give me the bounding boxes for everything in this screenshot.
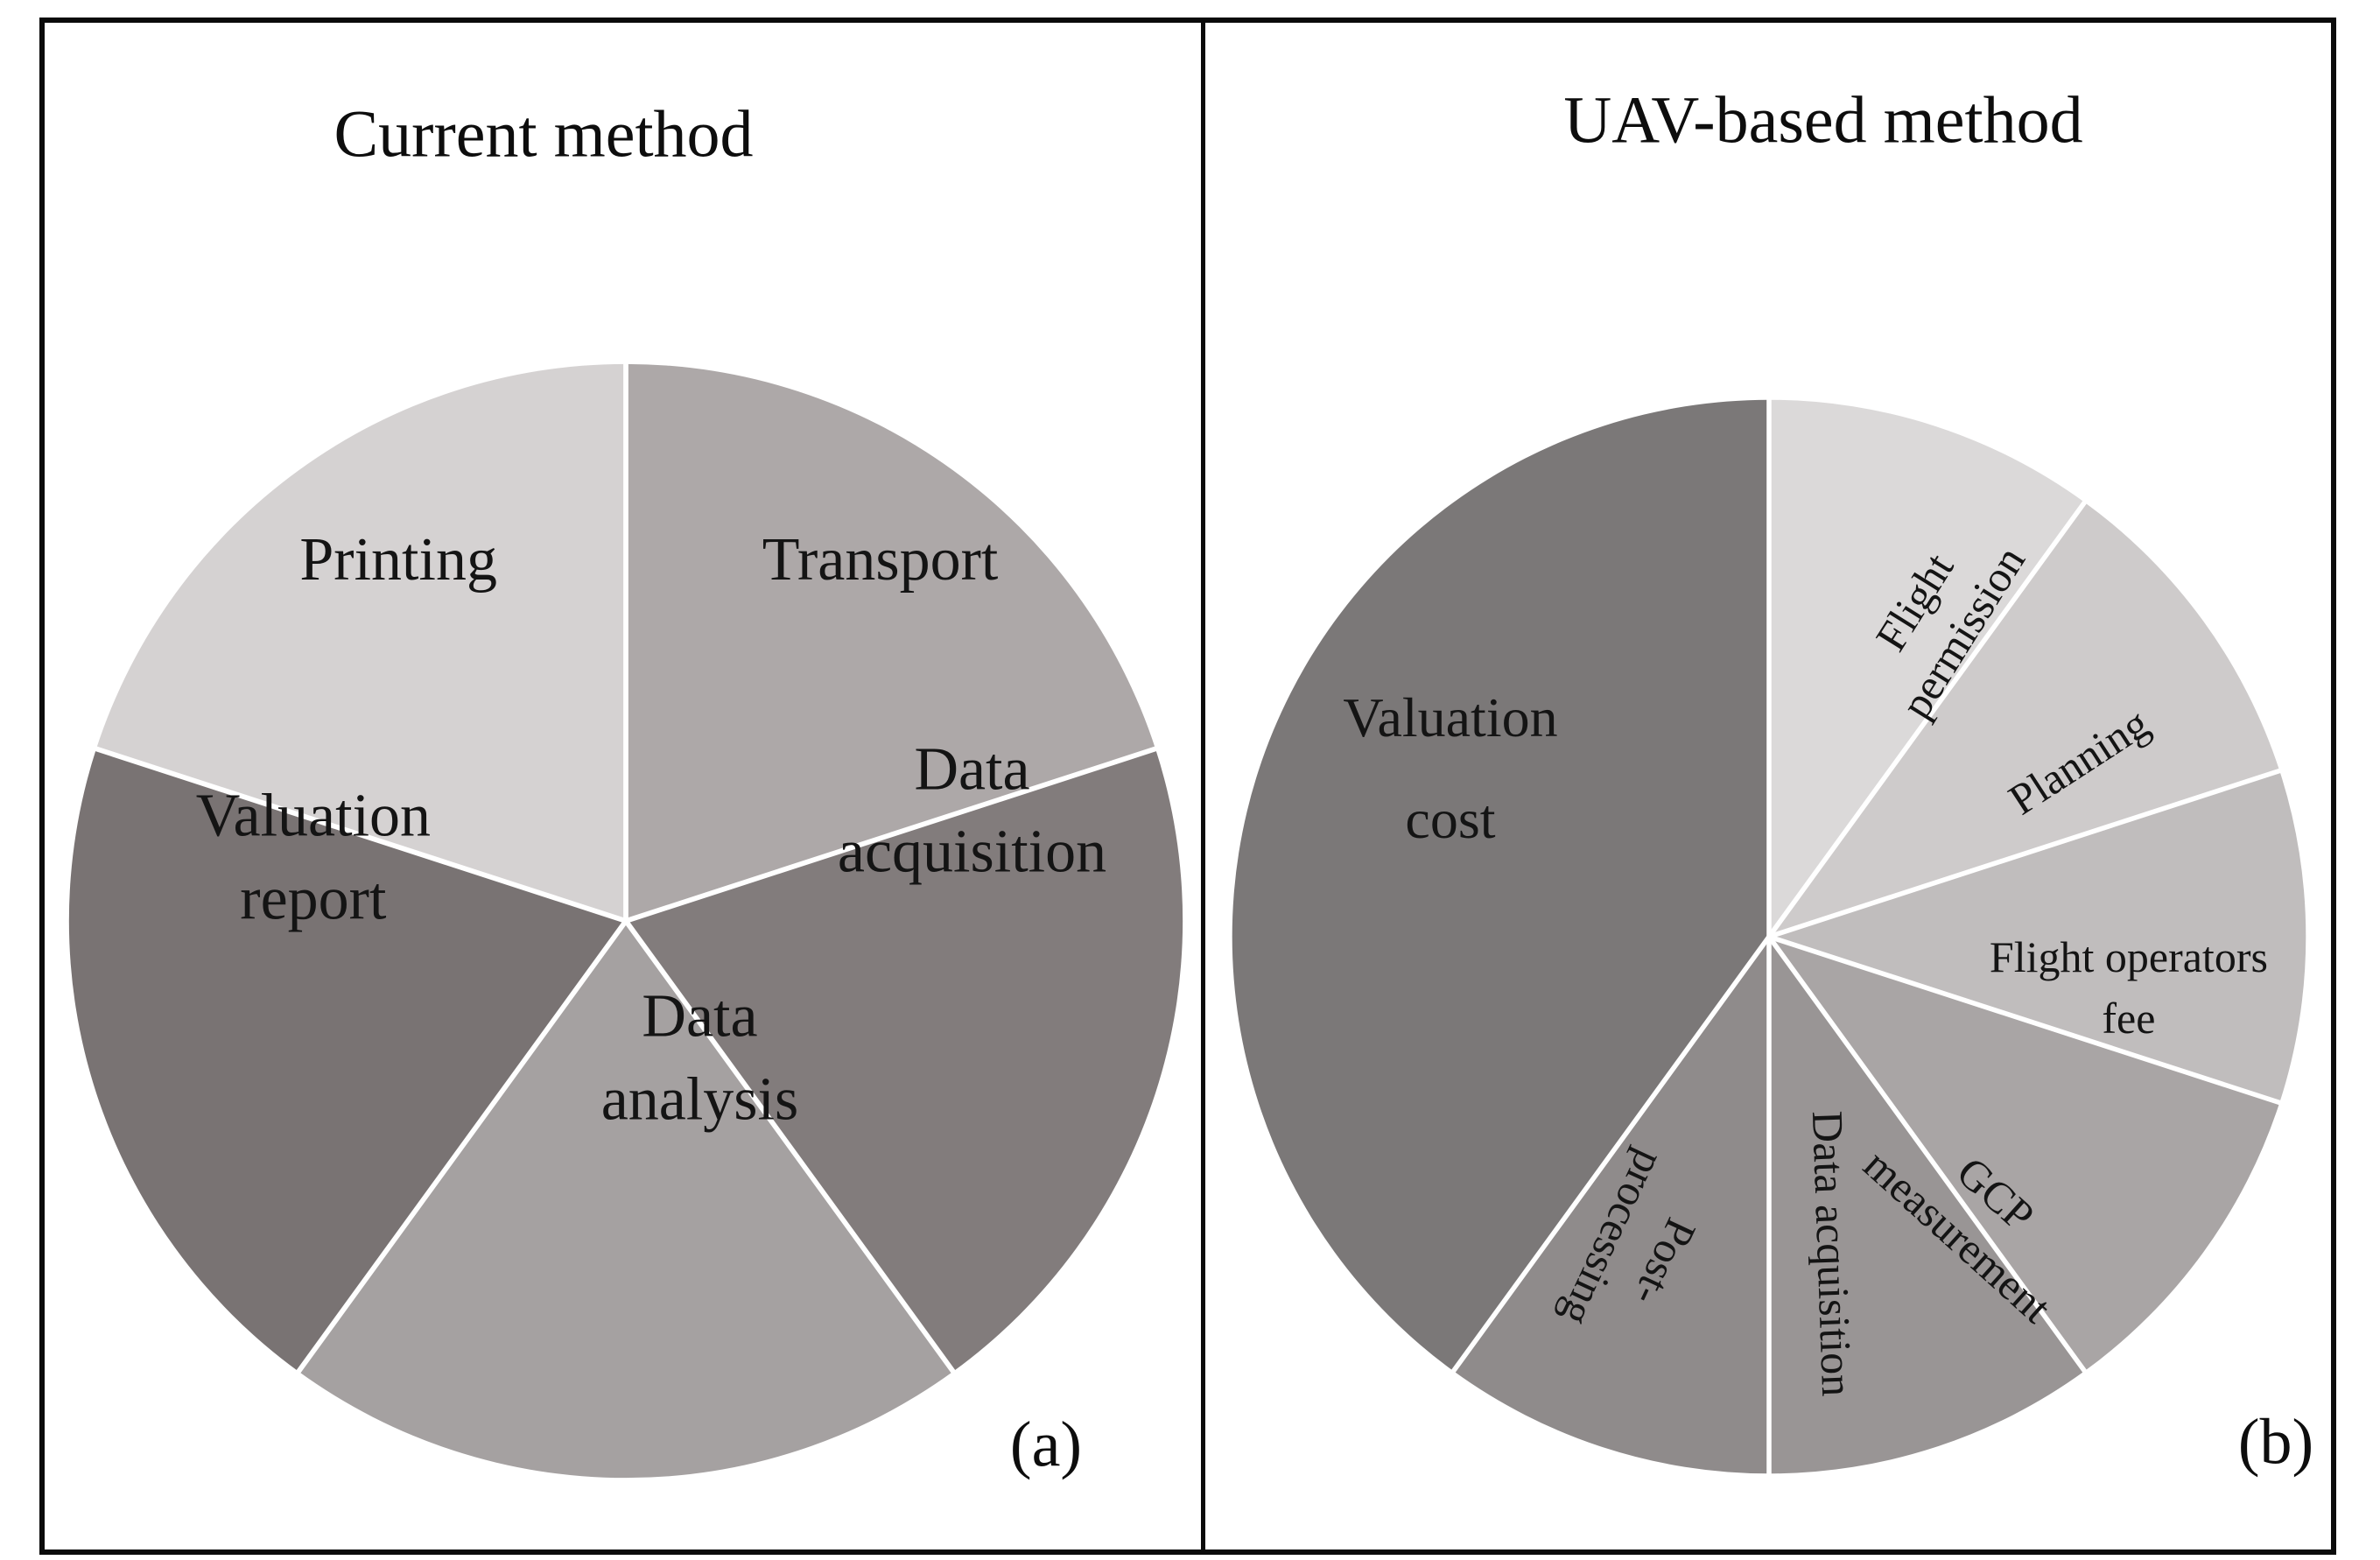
slice-separator-line [1450,934,1772,1374]
pie-slice-valuation-report [68,748,626,1372]
slice-separator-line [94,746,628,924]
pie-slice-data-analysis [298,921,953,1479]
pie-slice-transport [626,363,1156,922]
panel-a-corner-label: (a) [1009,1409,1083,1481]
slice-separator-line [1766,768,2283,939]
pie-slice-data-acquisition [626,748,1183,1372]
pie-slice-post-processing [1453,937,1769,1474]
panel-b-title: UAV-based method [1563,83,2083,158]
pie-slice-gcp-measurement [1769,937,2280,1372]
panel-b-corner-label: (b) [2237,1406,2314,1479]
pie-slice-data-acquisition [1769,937,2085,1474]
slice-separator-line [623,746,1158,924]
slice-separator-line [296,918,628,1374]
slice-separator-line [1766,934,2283,1106]
slice-separator-line [1766,934,2088,1374]
pie-svg-uav-method [1232,397,2306,1477]
pie-slice-planning [1769,502,2280,937]
pie-slice-printing [95,363,626,922]
panel-a-title: Current method [333,97,754,172]
panel-divider [1201,23,1205,1549]
slice-separator-line [623,918,956,1374]
pie-slice-flight-permission [1769,399,2085,937]
pie-slice-flight-operators-fee [1769,770,2306,1103]
pie-slice-valuation-cost [1232,399,1769,1372]
figure-frame: Current method UAV-based method Transpor… [39,18,2336,1555]
pie-svg-current-method [68,361,1183,1479]
slice-separator-line [1766,500,2088,939]
